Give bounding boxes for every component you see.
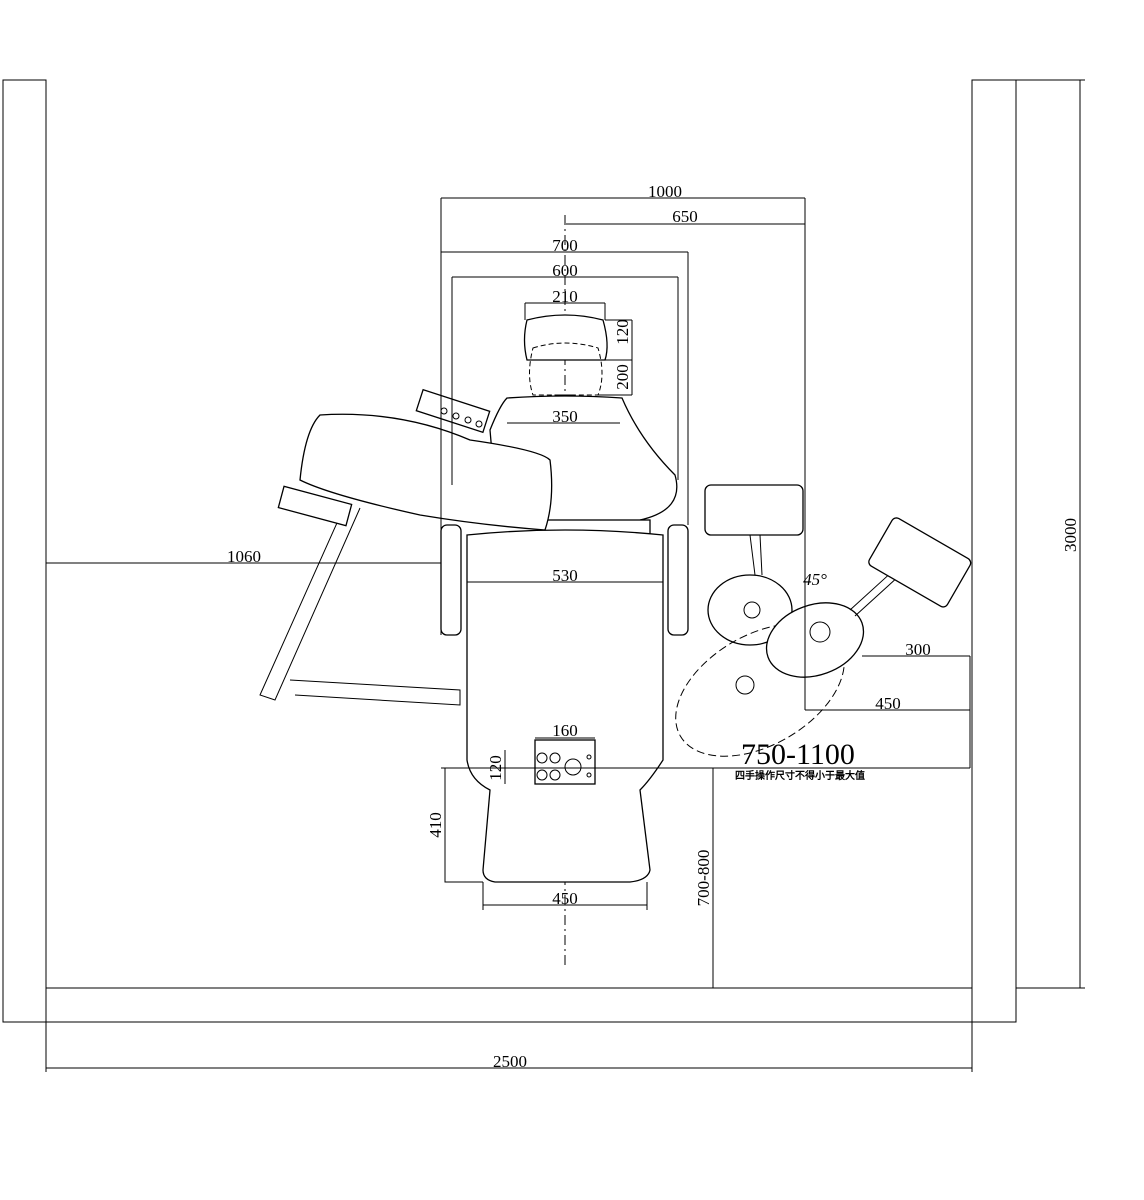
dim-headrest-height: 200: [613, 364, 632, 390]
instrument-holder: [415, 388, 491, 434]
dim-foot-control-position: 410: [426, 812, 445, 838]
dim-left-clearance: 1060: [227, 547, 261, 566]
dim-unit-offset: 450: [875, 694, 901, 713]
assistant-tray: [299, 413, 553, 531]
right-wall: [971, 79, 1017, 1023]
bottom-wall: [45, 987, 973, 1023]
dim-angle: 45°: [803, 570, 827, 589]
dental-chair: [259, 314, 689, 883]
left-wall: [2, 79, 47, 1023]
dim-headrest-width: 210: [552, 287, 578, 306]
dim-foot-control-depth: 120: [486, 755, 505, 781]
dim-room-width: 2500: [493, 1052, 527, 1071]
right-armrest: [667, 524, 689, 636]
dim-assistant-span: 700: [552, 236, 578, 255]
assistant-tray-right: [868, 517, 972, 608]
dim-foot-control-width: 160: [552, 721, 578, 740]
dim-center-to-unit: 650: [672, 207, 698, 226]
operating-note: 四手操作尺寸不得小于最大值: [735, 769, 865, 782]
dim-chair-span: 600: [552, 261, 578, 280]
dim-room-depth: 3000: [1061, 518, 1080, 552]
dim-headrest-adjust: 120: [613, 319, 632, 345]
dim-seat-bottom-width: 450: [552, 889, 578, 908]
dim-tray-offset: 300: [905, 640, 931, 659]
headrest: [523, 314, 608, 361]
dim-operating-range: 750-1100: [741, 738, 855, 771]
foot-control: [534, 739, 596, 785]
dim-seat-width: 530: [552, 566, 578, 585]
dim-foot-to-wall: 700-800: [694, 850, 713, 907]
cuspidor: [707, 574, 793, 646]
unit-body: [765, 602, 865, 678]
dim-backrest-width: 350: [552, 407, 578, 426]
dim-overall-width: 1000: [648, 182, 682, 201]
dental-unit: [675, 484, 972, 757]
walls: [2, 79, 1017, 1023]
assistant-panel: [277, 485, 353, 527]
seat: [466, 529, 664, 883]
left-armrest: [440, 524, 462, 636]
dimension-lines: [45, 79, 1085, 1072]
assistant-arm: [259, 504, 461, 706]
doctor-tray: [704, 484, 804, 536]
